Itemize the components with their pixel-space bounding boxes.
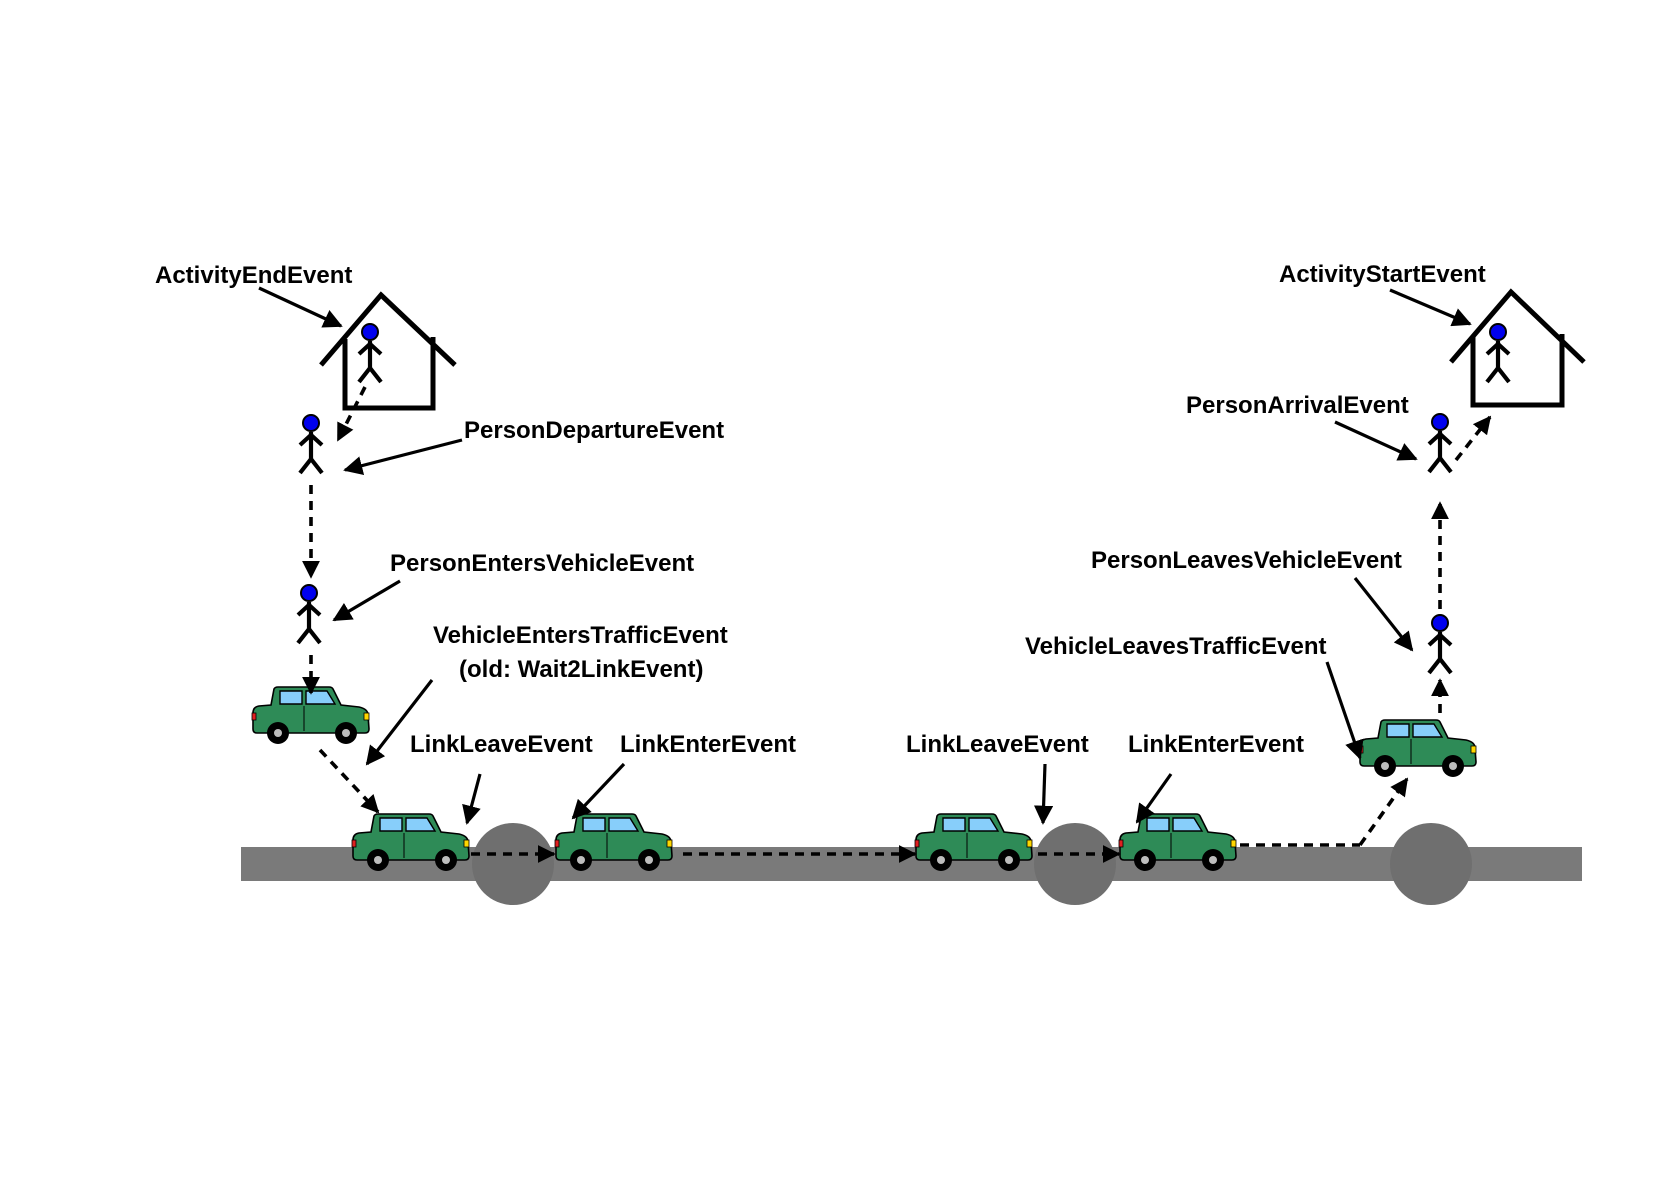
label-link-leave-event-1: LinkLeaveEvent — [410, 731, 593, 758]
label-person-arrival-event: PersonArrivalEvent — [1186, 392, 1409, 419]
label-link-leave-event-2: LinkLeaveEvent — [906, 731, 1089, 758]
house-icon — [319, 291, 457, 411]
house-icon — [1449, 288, 1586, 408]
person-icon — [1429, 414, 1451, 472]
label-activity-end-event: ActivityEndEvent — [155, 262, 352, 289]
person-icon — [298, 585, 320, 643]
person-icon — [359, 324, 381, 382]
label-person-enters-vehicle-event: PersonEntersVehicleEvent — [390, 550, 694, 577]
flow-arrows — [302, 386, 1492, 863]
annotation-arrows — [258, 286, 1472, 825]
label-activity-start-event: ActivityStartEvent — [1279, 261, 1486, 288]
person-icon — [1429, 615, 1451, 673]
label-vehicle-enters-traffic-event: VehicleEntersTrafficEvent — [433, 622, 728, 649]
car-icon — [1358, 719, 1477, 778]
event-labels: ActivityEndEvent PersonDepartureEvent Pe… — [155, 261, 1486, 758]
network-node-icon — [1390, 823, 1472, 905]
label-vehicle-enters-traffic-old: (old: Wait2LinkEvent) — [459, 656, 703, 683]
car-icon — [251, 686, 370, 745]
label-link-enter-event-1: LinkEnterEvent — [620, 731, 796, 758]
person-icon — [1487, 324, 1509, 382]
label-vehicle-leaves-traffic-event: VehicleLeavesTrafficEvent — [1025, 633, 1327, 660]
label-person-leaves-vehicle-event: PersonLeavesVehicleEvent — [1091, 547, 1402, 574]
network-node-icon — [472, 823, 554, 905]
label-person-departure-event: PersonDepartureEvent — [464, 417, 724, 444]
label-link-enter-event-2: LinkEnterEvent — [1128, 731, 1304, 758]
network-node-icon — [1034, 823, 1116, 905]
person-icon — [300, 415, 322, 473]
